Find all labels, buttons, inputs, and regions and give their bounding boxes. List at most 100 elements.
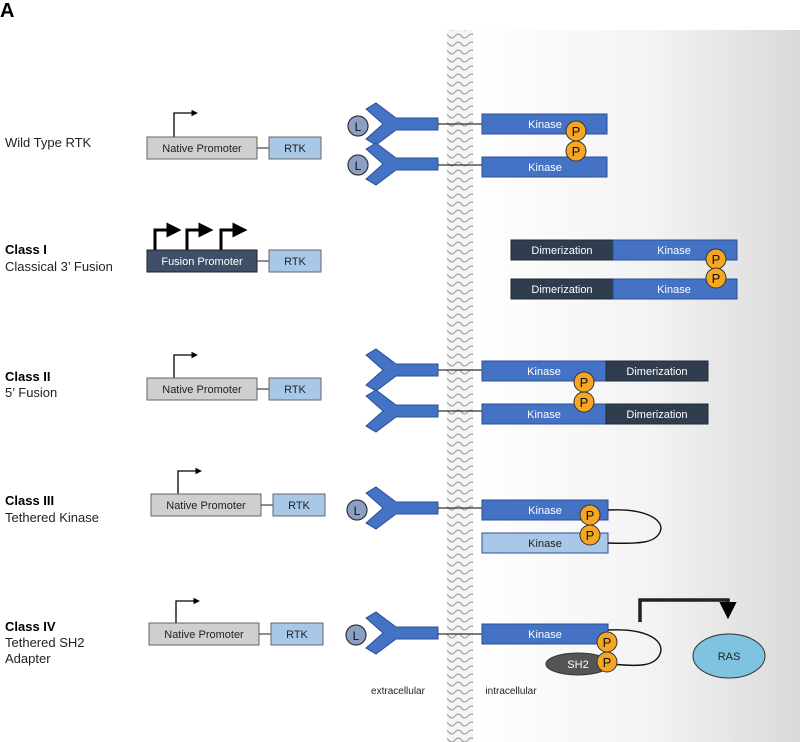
- tss-arrow-icon: [173, 351, 198, 378]
- dimerization-label: Dimerization: [626, 409, 687, 421]
- class-2-fusion-pair: Kinase Dimerization Kinase Dimerization …: [365, 348, 709, 433]
- tss-arrow-icon: [175, 597, 200, 623]
- extracellular-domain-icon: [365, 348, 439, 392]
- extracellular-domain-icon: [365, 102, 439, 146]
- panel-letter: A: [0, 0, 14, 22]
- gene-construct-class-2: Native Promoter RTK: [146, 351, 322, 401]
- rtk-gene-box: [268, 377, 322, 401]
- gene-construct-class-1: Fusion Promoter RTK: [146, 222, 322, 273]
- gene-construct-wild-type: Native Promoter RTK: [146, 109, 322, 160]
- signaling-arrow-icon: [638, 598, 737, 622]
- extracellular-domain-icon: [365, 142, 439, 186]
- gene-label: RTK: [286, 629, 308, 641]
- phosphate-label: P: [603, 655, 612, 670]
- dimerization-label: Dimerization: [626, 366, 687, 378]
- gene-label: RTK: [284, 256, 306, 268]
- phosphate-icon: [579, 524, 601, 546]
- dimerization-label: Dimerization: [531, 245, 592, 257]
- kinase-domain: [481, 156, 608, 178]
- rtk-gene-box: [268, 249, 322, 273]
- phosphate-label: P: [586, 528, 595, 543]
- tss-arrow-icon: [173, 109, 198, 137]
- phosphate-icon: [596, 651, 618, 673]
- kinase-label: Kinase: [528, 119, 562, 131]
- wild-type-receptor-pair: Kinase L Kinase L P P: [347, 102, 608, 186]
- rtk-gene-box: [272, 493, 326, 517]
- ligand-label: L: [353, 629, 360, 643]
- phosphate-label: P: [572, 124, 581, 139]
- phosphate-label: P: [712, 271, 721, 286]
- gene-construct-class-4: Native Promoter RTK: [148, 597, 324, 646]
- kinase-domain: [612, 278, 738, 300]
- gene-construct-class-3: Native Promoter RTK: [150, 467, 326, 517]
- tether-linker: [607, 509, 662, 544]
- rtk-gene-box: [268, 136, 322, 160]
- kinase-label: Kinase: [657, 284, 691, 296]
- dimerization-domain: [605, 360, 709, 382]
- tss-arrow-icon: [153, 222, 182, 250]
- ligand-icon: [345, 624, 367, 646]
- tss-arrow-icon: [177, 467, 202, 494]
- row-subtitle-class-2: 5’ Fusion: [5, 385, 57, 400]
- extracellular-domain-icon: [365, 389, 439, 433]
- gene-label: RTK: [288, 500, 310, 512]
- dimerization-domain: [605, 403, 709, 425]
- row-subtitle-class-4: Tethered SH2: [5, 635, 85, 650]
- phosphate-label: P: [712, 252, 721, 267]
- dimerization-label: Dimerization: [531, 284, 592, 296]
- ras-label: RAS: [718, 651, 741, 663]
- kinase-domain: [612, 239, 738, 261]
- kinase-label: Kinase: [528, 505, 562, 517]
- promoter-label: Native Promoter: [166, 500, 246, 512]
- row-subtitle-class-1: Classical 3’ Fusion: [5, 259, 113, 274]
- ligand-label: L: [354, 504, 361, 518]
- rtk-gene-box: [270, 622, 324, 646]
- class-4-tethered-sh2: L Kinase SH2 P P RAS: [345, 598, 766, 679]
- phosphate-label: P: [580, 375, 589, 390]
- phosphate-label: P: [580, 395, 589, 410]
- row-title-class-2: Class II: [5, 369, 51, 384]
- row-label-wild-type: Wild Type RTK: [5, 135, 92, 150]
- tether-linker: [607, 629, 662, 667]
- kinase-label: Kinase: [527, 409, 561, 421]
- row-title-class-1: Class I: [5, 242, 47, 257]
- phosphate-label: P: [603, 635, 612, 650]
- kinase-label: Kinase: [657, 245, 691, 257]
- row-title-class-3: Class III: [5, 493, 54, 508]
- ligand-icon: [347, 115, 369, 137]
- row-subtitle2-class-4: Adapter: [5, 651, 51, 666]
- promoter-label: Native Promoter: [162, 143, 242, 155]
- gene-label: RTK: [284, 384, 306, 396]
- kinase-label: Kinase: [528, 629, 562, 641]
- kinase-label: Kinase: [528, 538, 562, 550]
- gene-label: RTK: [284, 143, 306, 155]
- ligand-label: L: [355, 120, 362, 134]
- ras-node: [692, 633, 766, 679]
- promoter-label: Fusion Promoter: [161, 256, 243, 268]
- promoter-label: Native Promoter: [162, 384, 242, 396]
- extracellular-domain-icon: [365, 486, 439, 530]
- ligand-label: L: [355, 159, 362, 173]
- extracellular-label: extracellular: [371, 686, 426, 697]
- ligand-icon: [347, 154, 369, 176]
- tss-arrow-icon: [219, 222, 248, 250]
- intracellular-region: [473, 30, 800, 742]
- row-subtitle-class-3: Tethered Kinase: [5, 510, 99, 525]
- promoter-label: Native Promoter: [164, 629, 244, 641]
- phosphate-icon: [573, 391, 595, 413]
- phosphate-label: P: [586, 508, 595, 523]
- class-3-tethered-kinase: L Kinase Kinase P P: [346, 486, 662, 554]
- kinase-label: Kinase: [527, 366, 561, 378]
- extracellular-domain-icon: [365, 611, 439, 655]
- intracellular-label: intracellular: [485, 686, 537, 697]
- row-title-class-4: Class IV: [5, 619, 56, 634]
- tss-arrow-icon: [185, 222, 214, 250]
- ligand-icon: [346, 499, 368, 521]
- kinase-label: Kinase: [528, 162, 562, 174]
- phosphate-icon: [565, 140, 587, 162]
- class-1-fusion-pair: Dimerization Kinase Dimerization Kinase …: [510, 239, 738, 300]
- phosphate-label: P: [572, 144, 581, 159]
- phosphate-icon: [705, 267, 727, 289]
